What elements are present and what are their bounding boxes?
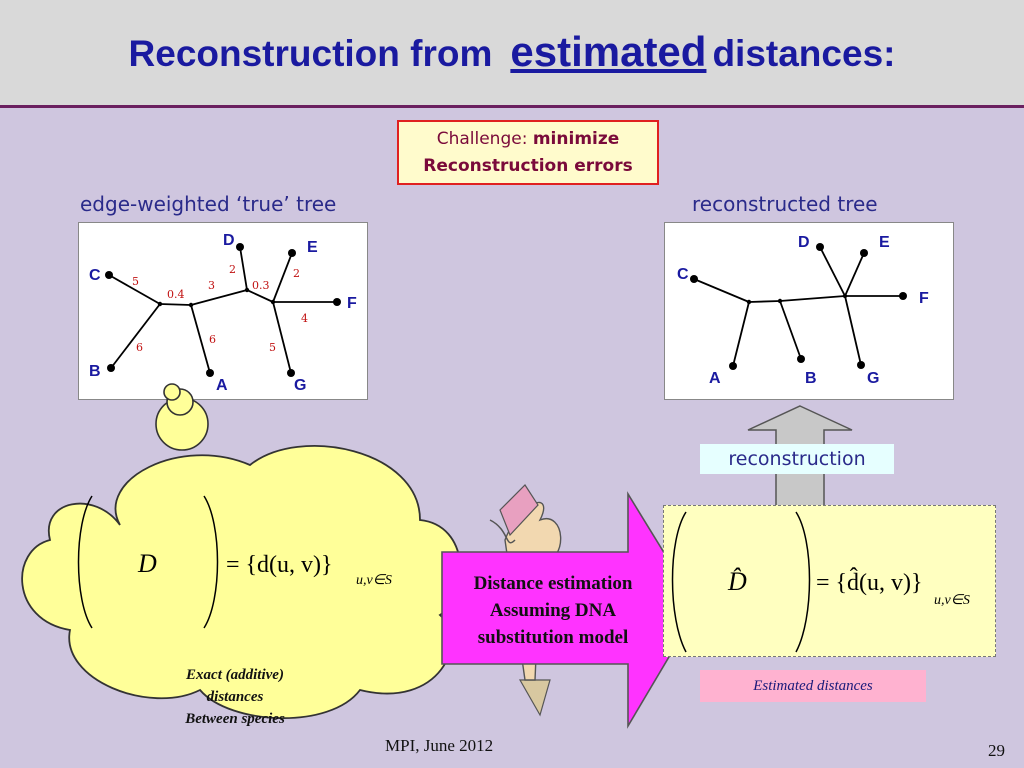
challenge-reconstruction-errors: Reconstruction errors	[423, 156, 633, 176]
footer-text: MPI, June 2012	[385, 736, 494, 755]
arrow-label-line3: substitution model	[477, 627, 629, 648]
formula-rhs: = {d(u, v)}	[226, 552, 333, 578]
exact-distance-formula: D = {d(u, v)} u,v∈S	[77, 495, 392, 629]
node-label-b: B	[805, 370, 817, 387]
node-label-c: C	[89, 267, 101, 284]
weight-internal1: 0.4	[167, 288, 185, 301]
leaf-c	[105, 271, 113, 279]
recon-tree-diagram: C A B D E F G	[677, 234, 929, 387]
matrix-bracket-right	[203, 495, 219, 629]
leaf-a	[206, 369, 214, 377]
recon-tree-panel: C A B D E F G	[664, 222, 954, 400]
title-part1: Reconstruction from	[128, 33, 493, 74]
challenge-minimize: minimize	[532, 129, 620, 149]
arrow-label-line2: Assuming DNA	[489, 600, 617, 621]
true-tree-nodes	[105, 243, 341, 377]
matrix-bracket-right	[795, 511, 811, 653]
page-number: 29	[988, 741, 1005, 760]
cloud-shape	[21, 445, 462, 720]
node-label-f: F	[919, 290, 929, 307]
matrix-bracket-left	[671, 511, 687, 653]
matrix-symbol-hat: D̂	[727, 567, 747, 596]
node-label-e: E	[307, 239, 318, 256]
formula-subscript: u,v∈S	[356, 573, 392, 588]
leaf-a	[729, 362, 737, 370]
title-part2: distances:	[712, 33, 896, 74]
true-tree-panel: C B A D E F G 5 6 0.4 3 6 2 0.3 2 4 5	[78, 222, 368, 400]
title-highlight: estimated	[510, 28, 707, 75]
internal-node	[842, 293, 848, 299]
node-label-a: A	[216, 377, 228, 394]
node-label-g: G	[867, 370, 879, 387]
internal-node	[777, 298, 783, 304]
cloud-caption-line3: Between species	[185, 711, 285, 727]
leaf-d	[236, 243, 244, 251]
true-tree-edges	[108, 246, 337, 374]
weight-mid: 3	[208, 279, 215, 292]
leaf-f	[899, 292, 907, 300]
recon-tree-nodes	[690, 243, 907, 370]
leaf-b	[107, 364, 115, 372]
estimated-distances-label: Estimated distances	[700, 670, 926, 702]
internal-node	[244, 287, 250, 293]
estimated-distance-formula: D̂ = {d̂(u, v)} u,v∈S	[671, 511, 970, 653]
weight-b: 6	[136, 341, 143, 354]
node-label-e: E	[879, 234, 890, 251]
recon-tree-edges	[693, 246, 903, 367]
true-tree-caption: edge-weighted ‘true’ tree	[80, 192, 337, 216]
challenge-box: Challenge: minimize Reconstruction error…	[397, 120, 659, 185]
internal-node	[188, 302, 194, 308]
matrix-symbol: D	[137, 549, 157, 578]
leaf-d	[816, 243, 824, 251]
thought-cloud	[21, 383, 462, 720]
cloud-caption-line1: Exact (additive)	[186, 667, 284, 683]
internal-node	[270, 299, 276, 305]
thought-puffs	[155, 383, 209, 451]
true-tree-diagram: C B A D E F G 5 6 0.4 3 6 2 0.3 2 4 5	[89, 232, 357, 394]
node-label-g: G	[294, 377, 306, 394]
weight-a: 6	[209, 333, 216, 346]
leaf-g	[287, 369, 295, 377]
leaf-b	[797, 355, 805, 363]
formula-rhs: = {d̂(u, v)}	[816, 567, 923, 596]
weight-c: 5	[132, 275, 139, 288]
estimated-distance-box: D̂ = {d̂(u, v)} u,v∈S	[663, 505, 996, 657]
node-label-d: D	[798, 234, 810, 251]
recon-tree-caption: reconstructed tree	[692, 192, 878, 216]
weight-g: 5	[269, 341, 276, 354]
matrix-bracket-left	[77, 495, 93, 629]
node-label-f: F	[347, 295, 357, 312]
node-label-a: A	[709, 370, 721, 387]
node-label-b: B	[89, 363, 101, 380]
leaf-g	[857, 361, 865, 369]
weight-d: 2	[229, 263, 236, 276]
cloud-caption-line2: distances	[206, 689, 264, 705]
challenge-prefix: Challenge:	[436, 129, 528, 149]
node-label-d: D	[223, 232, 235, 249]
internal-node	[157, 301, 163, 307]
weight-e: 2	[293, 267, 300, 280]
reconstruction-label: reconstruction	[700, 444, 894, 474]
leaf-c	[690, 275, 698, 283]
arrow-label: Distance estimation Assuming DNA substit…	[440, 570, 666, 651]
internal-node	[746, 299, 752, 305]
leaf-e	[288, 249, 296, 257]
leaf-f	[333, 298, 341, 306]
formula-subscript: u,v∈S	[934, 593, 970, 608]
arrow-label-line1: Distance estimation	[473, 573, 633, 594]
cloud-caption: Exact (additive) distances Between speci…	[122, 664, 348, 730]
weight-f: 4	[301, 312, 308, 325]
distance-estimation-arrow	[441, 491, 699, 729]
node-label-c: C	[677, 266, 689, 283]
leaf-e	[860, 249, 868, 257]
weight-internal2: 0.3	[252, 279, 270, 292]
